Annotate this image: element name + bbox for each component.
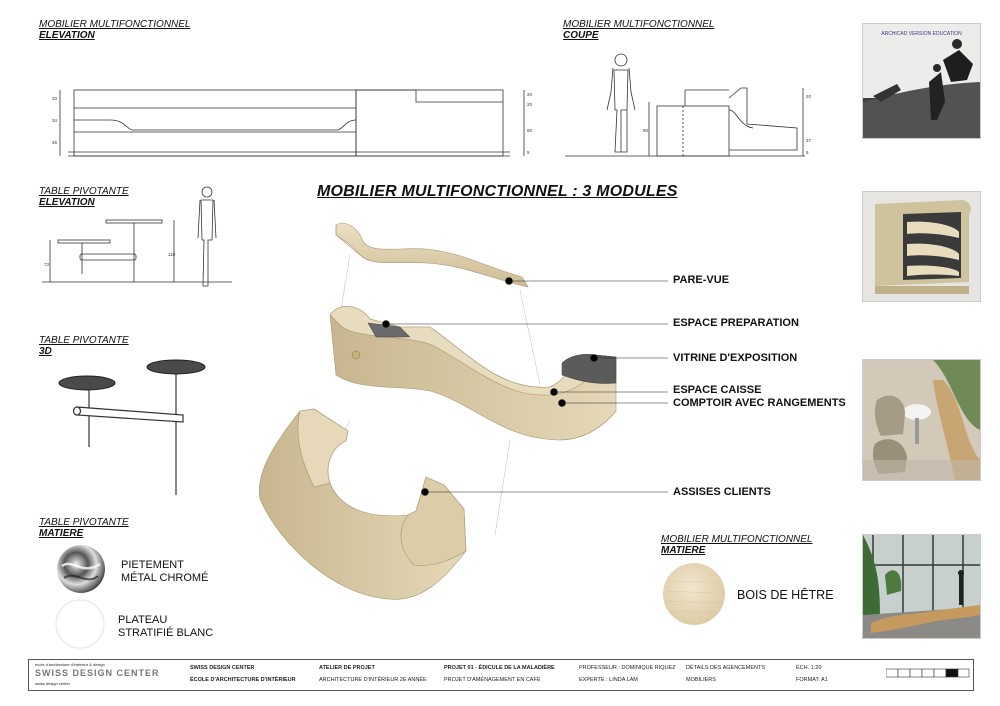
format-label: FORMAT: A1 bbox=[796, 677, 828, 683]
projet-title: PROJET 01 - ÉDICULE DE LA MALADIÈRE bbox=[444, 665, 555, 671]
table-3d-title: TABLE PIVOTANTE 3D bbox=[39, 335, 129, 357]
elevation-section-title: MOBILIER MULTIFONCTIONNEL ELEVATION bbox=[39, 19, 191, 41]
logo-top-text: école d'architecture d'intérieur & desig… bbox=[35, 662, 105, 667]
callout-assises-clients: ASSISES CLIENTS bbox=[673, 486, 771, 498]
dim-label: 90 bbox=[643, 128, 649, 133]
table-elevation-title: TABLE PIVOTANTE ELEVATION bbox=[39, 186, 129, 208]
elevation-drawing: 33 34 45 20 20 80 5 bbox=[52, 89, 533, 157]
dim-label: 20 bbox=[527, 92, 533, 97]
human-silhouette-icon bbox=[197, 186, 217, 287]
pare-vue-module bbox=[335, 222, 529, 288]
human-silhouette-icon bbox=[606, 53, 636, 153]
white-laminate-swatch bbox=[55, 599, 105, 649]
callout-espace-caisse: ESPACE CAISSE bbox=[673, 384, 762, 396]
details-subtitle: MOBILIERS bbox=[686, 677, 716, 683]
wood-material-label: BOIS DE HÊTRE bbox=[737, 588, 834, 602]
coupe-section-title: MOBILIER MULTIFONCTIONNEL COUPE bbox=[563, 19, 715, 41]
title-block-footer: école d'architecture d'intérieur & desig… bbox=[28, 659, 974, 691]
assises-module bbox=[259, 408, 467, 600]
dim-label: 20 bbox=[806, 94, 812, 99]
render-photo-people: ARCHICAD VERSION EDUCATION bbox=[862, 23, 981, 139]
main-title: MOBILIER MULTIFONCTIONNEL : 3 MODULES bbox=[317, 183, 678, 200]
callout-vitrine-exposition: VITRINE D'EXPOSITION bbox=[673, 352, 798, 364]
dim-label: 5 bbox=[806, 150, 809, 155]
table-3d-drawing bbox=[58, 359, 206, 495]
chrome-metal-swatch bbox=[57, 545, 105, 593]
callout-espace-preparation: ESPACE PREPARATION bbox=[673, 317, 799, 329]
table-elevation-drawing: 73 110 bbox=[42, 186, 232, 287]
dim-label: 80 bbox=[527, 128, 533, 133]
callout-pare-vue: PARE-VUE bbox=[673, 274, 730, 286]
comptoir-module bbox=[329, 306, 617, 441]
scale-label: ÉCH. 1:20 bbox=[796, 665, 822, 671]
render-photo-interior bbox=[862, 534, 981, 639]
details-title: DÉTAILS DES AGENCEMENTS bbox=[686, 665, 766, 671]
professor: PROFESSEUR : DOMINIQUE RIQUEZ bbox=[579, 665, 676, 671]
render-photo-cabinet bbox=[862, 191, 981, 302]
projet-subtitle: PROJET D'AMÉNAGEMENT EN CAFÉ bbox=[444, 677, 541, 683]
metal-material-label: PIETEMENT MÉTAL CHROMÉ bbox=[121, 559, 209, 584]
expert: EXPERTE : LINDA LAM bbox=[579, 677, 638, 683]
plateau-material-label: PLATEAU STRATIFIÉ BLANC bbox=[118, 614, 214, 639]
dim-label: 110 bbox=[168, 252, 176, 257]
render-photo-seating bbox=[862, 359, 981, 481]
callout-comptoir-rangements: COMPTOIR AVEC RANGEMENTS bbox=[673, 397, 846, 409]
dim-label: 37 bbox=[806, 138, 812, 143]
dim-label: 45 bbox=[52, 140, 58, 145]
modules-exploded-3d bbox=[259, 222, 668, 600]
dim-label: 73 bbox=[44, 262, 50, 267]
dim-label: 20 bbox=[527, 102, 533, 107]
dim-label: 34 bbox=[52, 118, 58, 123]
photo-caption: ARCHICAD VERSION EDUCATION bbox=[881, 31, 962, 37]
atelier-title: ATELIER DE PROJET bbox=[319, 665, 375, 671]
beech-wood-swatch bbox=[663, 563, 725, 625]
scale-bar bbox=[886, 668, 970, 678]
school-subtitle: ÉCOLE D'ARCHITECTURE D'INTÉRIEUR bbox=[190, 677, 296, 683]
school-name: SWISS DESIGN CENTER bbox=[190, 665, 255, 671]
dim-label: 33 bbox=[52, 96, 58, 101]
atelier-subtitle: ARCHITECTURE D'INTÉRIEUR 2E ANNÉE bbox=[319, 677, 427, 683]
mobilier-matiere-title: MOBILIER MULTIFONCTIONNEL MATIERE bbox=[661, 534, 813, 556]
logo-bottom-text: swiss design center bbox=[35, 681, 70, 686]
dim-label: 5 bbox=[527, 150, 530, 155]
coupe-drawing: 90 20 37 5 bbox=[565, 53, 812, 157]
school-logo: SWISS DESIGN CENTER bbox=[35, 668, 160, 678]
table-matiere-title: TABLE PIVOTANTE MATIERE bbox=[39, 517, 129, 539]
